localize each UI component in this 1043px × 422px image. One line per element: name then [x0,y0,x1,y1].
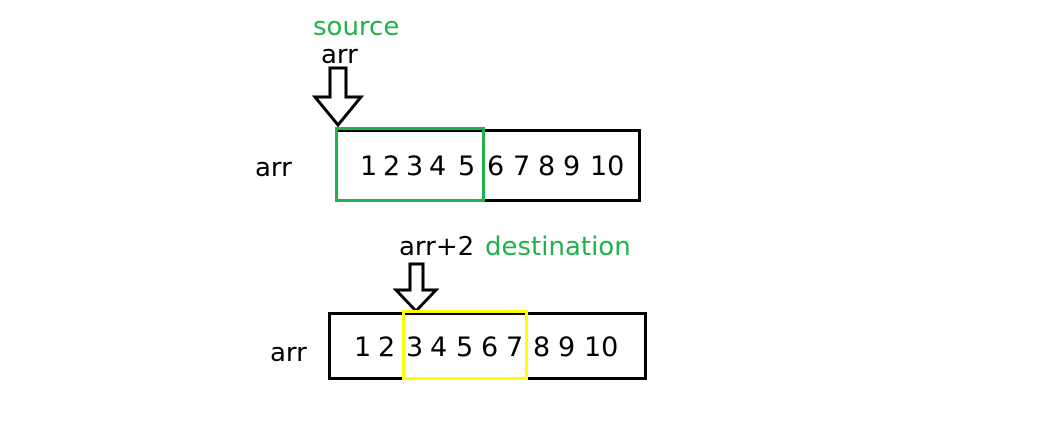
source-label: source [313,12,400,42]
top-row-label: arr [255,153,292,183]
array-cell: 7 [513,151,531,182]
array-cell: 3 [406,332,424,363]
top-pointer-label: arr [321,40,358,70]
array-cell: 7 [506,332,524,363]
bottom-pointer-label: arr+2 [399,232,475,262]
bottom-row-label: arr [270,338,307,368]
array-cell: 8 [533,332,551,363]
destination-highlight-box [402,310,528,380]
array-cell: 9 [563,151,581,182]
array-cell: 4 [429,151,447,182]
array-cell: 10 [584,332,619,363]
top-down-arrow-icon [311,66,365,128]
array-cell: 4 [430,332,448,363]
array-cell: 2 [378,332,396,363]
destination-label: destination [485,232,631,262]
array-cell: 1 [354,332,372,363]
array-cell: 8 [538,151,556,182]
source-highlight-box [335,127,485,202]
array-cell: 10 [590,151,625,182]
array-cell: 6 [487,151,505,182]
bottom-down-arrow-icon [392,262,440,314]
array-cell: 3 [406,151,424,182]
array-cell: 1 [360,151,378,182]
array-cell: 5 [458,151,476,182]
array-cell: 5 [456,332,474,363]
array-cell: 6 [481,332,499,363]
array-cell: 9 [558,332,576,363]
array-cell: 2 [383,151,401,182]
